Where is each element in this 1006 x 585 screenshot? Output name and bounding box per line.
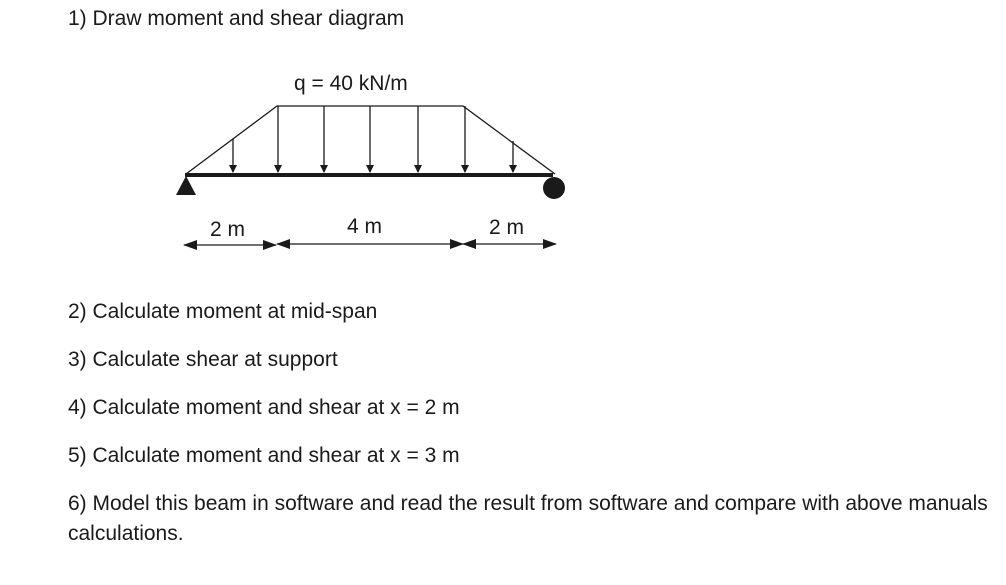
question-5: 5) Calculate moment and shear at x = 3 m — [68, 444, 460, 467]
roller-support — [543, 177, 565, 199]
dimension-label: 2 m — [489, 216, 524, 239]
question-6: 6) Model this beam in software and read … — [68, 492, 988, 545]
load-arrows — [229, 106, 517, 173]
pin-support — [176, 176, 196, 195]
dimension-label: 4 m — [347, 215, 382, 238]
dimension-arrows — [183, 239, 557, 250]
question-2: 2) Calculate moment at mid-span — [68, 300, 378, 323]
load-label: q = 40 kN/m — [294, 72, 408, 95]
question-1: 1) Draw moment and shear diagram — [68, 7, 405, 30]
dimension-label: 2 m — [210, 218, 245, 241]
beam-diagram: q = 40 kN/m 2 m 4 m 2 m — [176, 72, 565, 250]
question-4: 4) Calculate moment and shear at x = 2 m — [68, 396, 460, 419]
question-3: 3) Calculate shear at support — [68, 348, 338, 371]
